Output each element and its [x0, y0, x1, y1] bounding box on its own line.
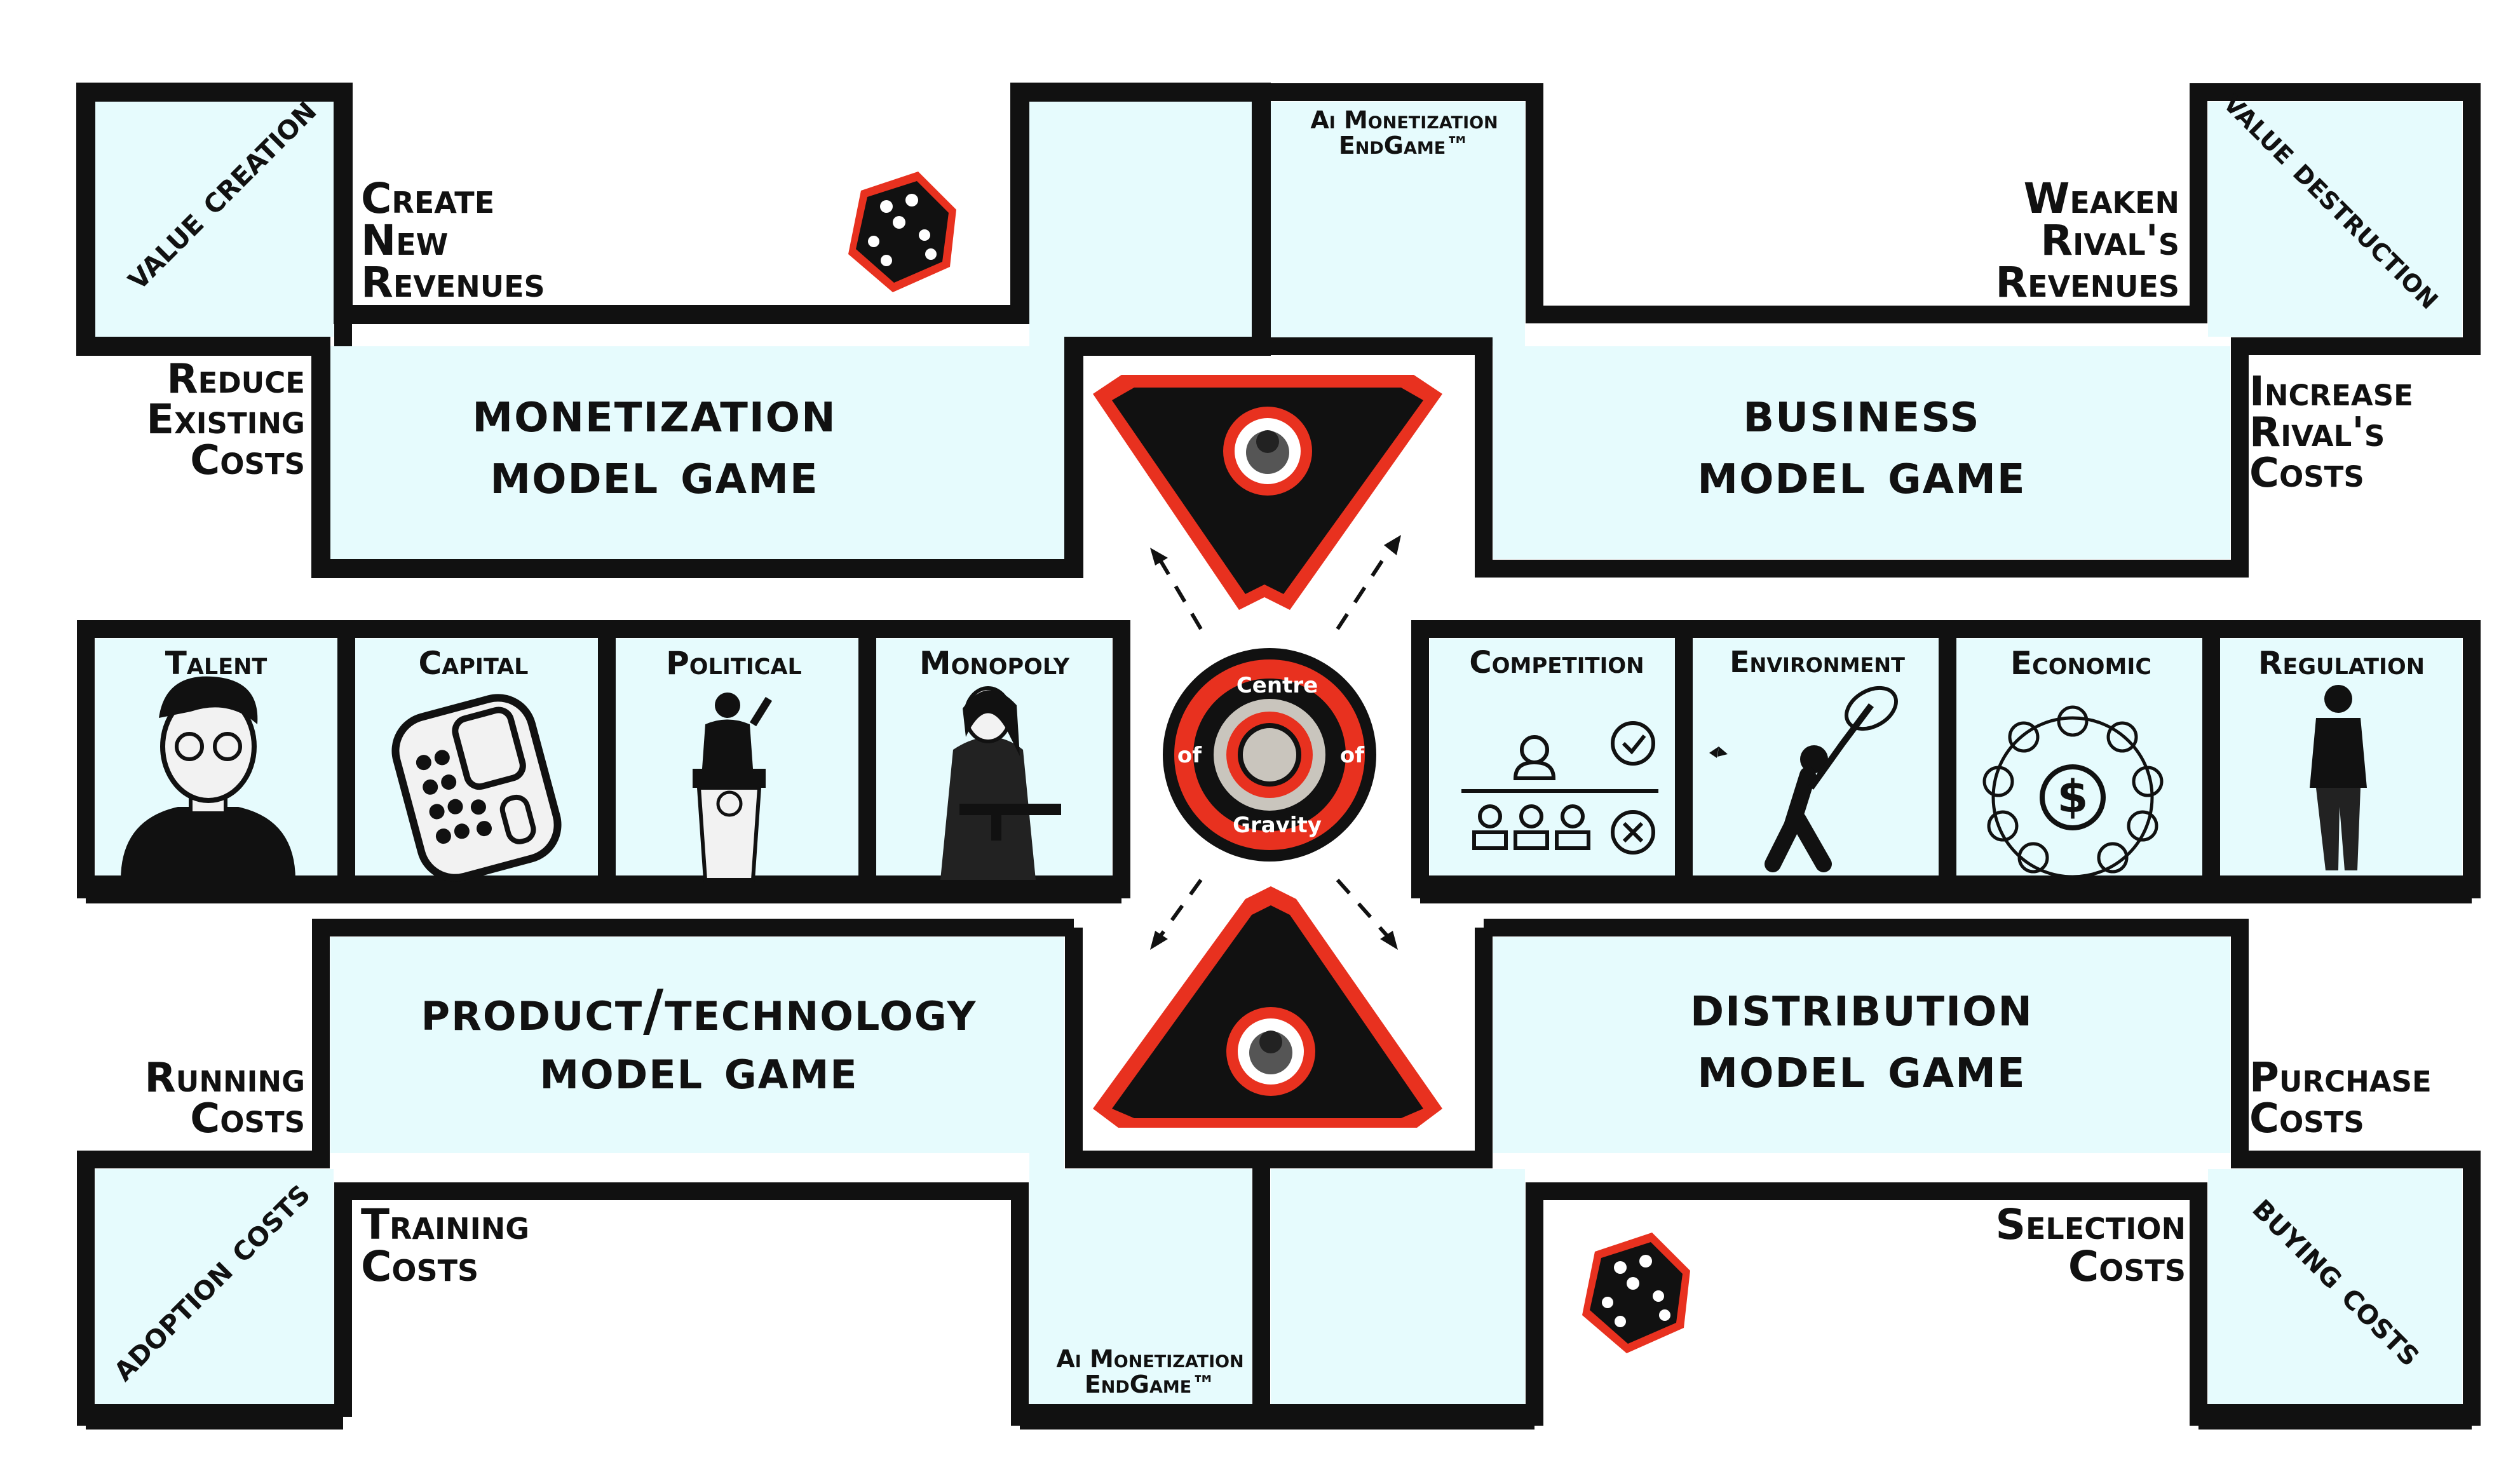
cell-label-political: Political: [666, 645, 802, 682]
corner-cell-value-creation[interactable]: [95, 102, 334, 337]
svg-text:$: $: [2057, 771, 2089, 823]
cog-text-4: Gravity: [1233, 813, 1322, 838]
space-purchase-costs: Purchase Costs: [2249, 1055, 2432, 1142]
cell-label-economic: Economic: [2010, 645, 2152, 682]
cell-label-regulation: Regulation: [2258, 645, 2425, 682]
corner-cell-value-destruction[interactable]: [2208, 102, 2462, 337]
cell-label-talent: Talent: [165, 645, 268, 682]
cell-label-environment: Environment: [1730, 645, 1905, 679]
police-officer-icon: [2310, 685, 2367, 870]
butterfly-net-icon: [1709, 686, 1898, 872]
space-reduce-existing-costs: Reduce Existing Costs: [146, 356, 305, 484]
top-pawn-triangle: [1093, 375, 1442, 610]
space-endgame-bottom: Ai Monetization EndGame™: [1056, 1345, 1244, 1398]
bottom-right-inner-cell[interactable]: [1271, 1169, 1525, 1407]
corner-cell-buying-costs[interactable]: [2208, 1169, 2462, 1407]
space-running-costs: Running Costs: [144, 1055, 305, 1142]
money-network-icon: [1982, 705, 2164, 879]
bottom-pawn-triangle: [1093, 886, 1442, 1128]
space-selection-costs: Selection Costs: [1995, 1200, 2186, 1291]
armed-woman-icon: [940, 686, 1061, 880]
cog-text-1: Centre: [1236, 673, 1318, 698]
title-product-technology-model-game: Product/Technology Model Game: [421, 978, 977, 1102]
title-distribution-model-game: Distribution Model Game: [1690, 971, 2033, 1101]
dice-icon: [848, 172, 956, 292]
space-endgame-top: Ai Monetization EndGame™: [1310, 106, 1498, 159]
monetization-game-area: [330, 346, 1064, 559]
business-game-area: [1493, 346, 2230, 559]
direction-arrows: [1158, 545, 1393, 938]
cog-text-2: of: [1177, 743, 1202, 768]
cell-label-competition: Competition: [1469, 645, 1644, 680]
calculator-icon: [391, 694, 562, 882]
endgame-top-right-cell[interactable]: [1271, 102, 1525, 346]
product-game-area: [330, 937, 1064, 1153]
space-create-new-revenues: Create New Revenues: [361, 174, 545, 307]
space-increase-rivals-costs: Increase Rival's Costs: [2249, 368, 2413, 497]
space-weaken-rivals-revenues: Weaken Rival's Revenues: [1995, 174, 2179, 307]
competition-icon: [1461, 721, 1658, 855]
dice-icon: [1582, 1233, 1690, 1353]
distribution-game-area: [1493, 937, 2230, 1153]
title-business-model-game: Business Model Game: [1697, 377, 2026, 507]
corner-cell-adoption-costs[interactable]: [95, 1169, 334, 1407]
cog-text-3: of: [1340, 743, 1365, 768]
cell-label-capital: Capital: [418, 645, 529, 682]
centre-of-gravity: [1163, 648, 1376, 862]
person-glasses-icon: [121, 676, 295, 880]
cell-label-monopoly: Monopoly: [919, 645, 1070, 682]
endgame-bottom-cell[interactable]: [1029, 1169, 1252, 1407]
podium-speaker-icon: [693, 693, 773, 882]
title-monetization-model-game: Monetization Model Game: [472, 377, 837, 507]
endgame-top-left-cell[interactable]: [1029, 102, 1252, 337]
space-training-costs: Training Costs: [361, 1200, 530, 1291]
